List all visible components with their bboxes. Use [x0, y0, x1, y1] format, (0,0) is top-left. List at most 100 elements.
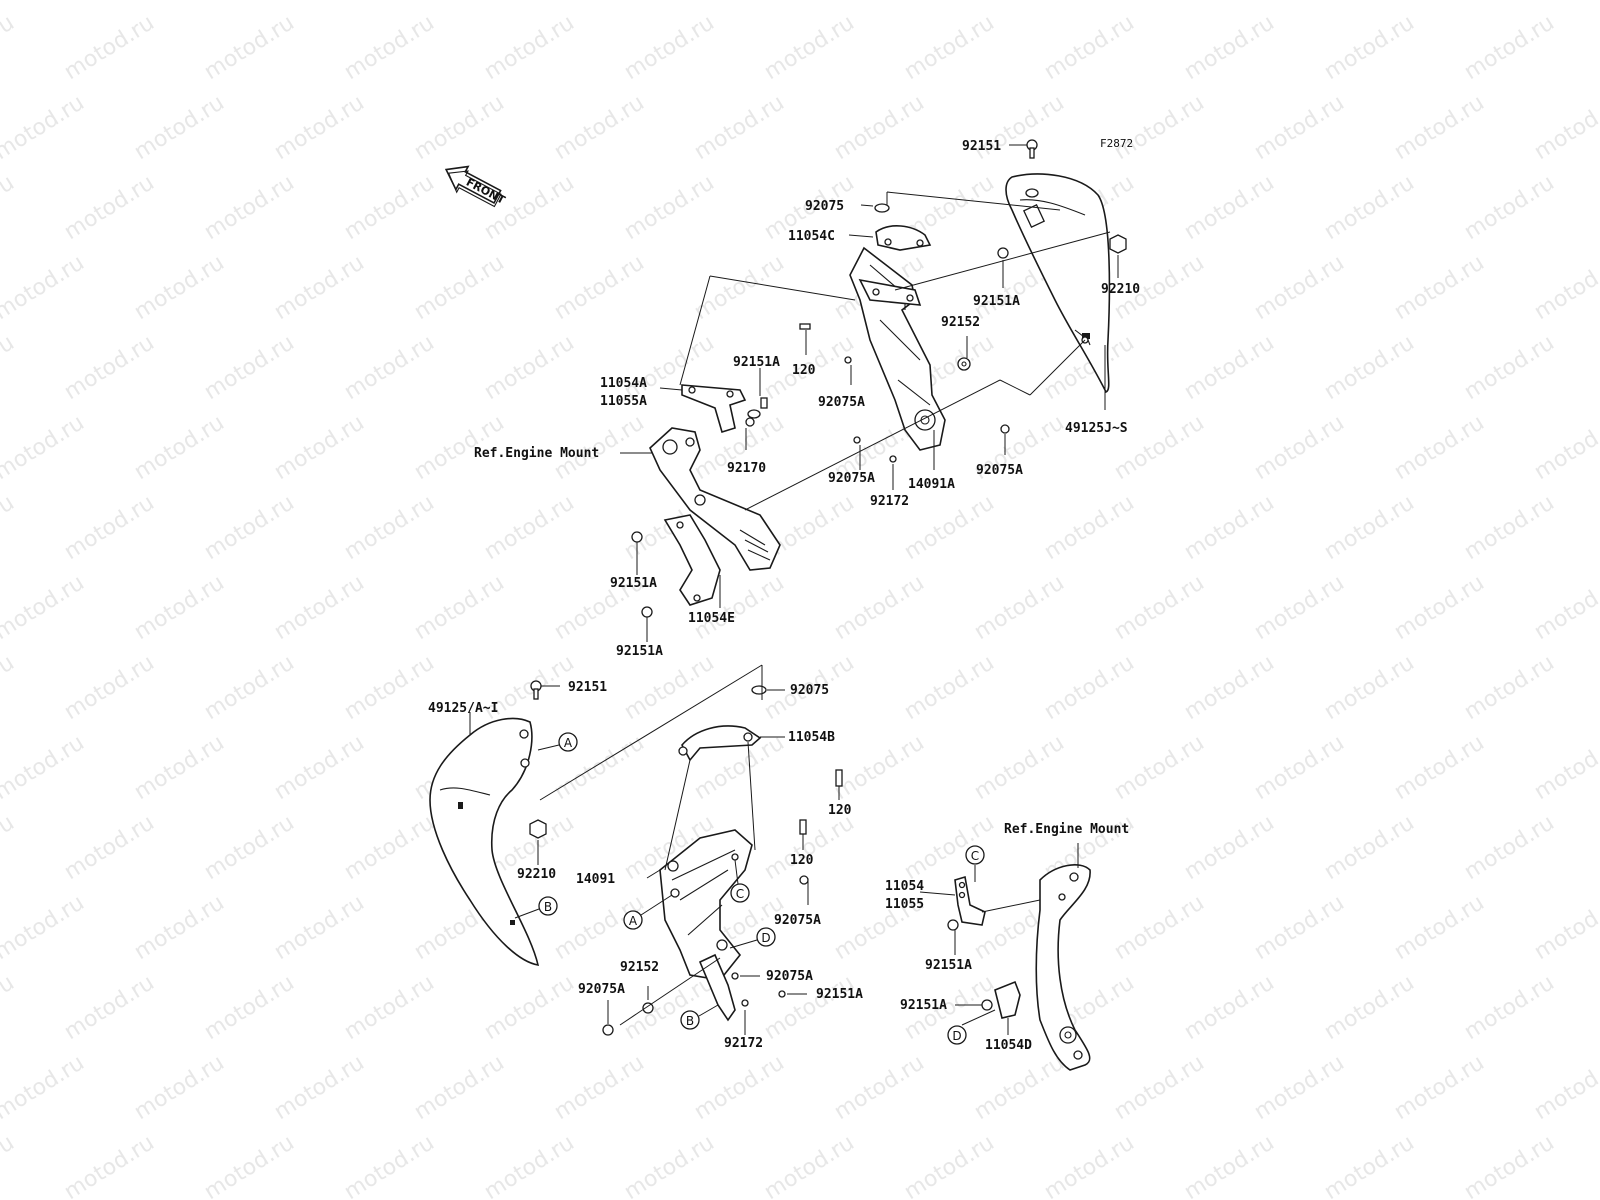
watermark-text: motod.ru	[620, 650, 719, 725]
watermark-text: motod.ru	[970, 1050, 1069, 1125]
marker-c-right: C	[965, 845, 985, 865]
watermark-text: motod.ru	[270, 250, 369, 325]
callout-92075a-2: 92075A	[828, 471, 875, 486]
bracket-11054e	[663, 514, 721, 606]
callout-92151a-r: 92151A	[973, 294, 1020, 309]
watermark-text: motod.ru	[1180, 490, 1279, 565]
watermark-text: motod.ru	[830, 90, 929, 165]
watermark-text: motod.ru	[620, 170, 719, 245]
callout-92151a-l1: 92151A	[610, 576, 657, 591]
watermark-text: motod.ru	[900, 810, 999, 885]
watermark-text: motod.ru	[480, 490, 579, 565]
svg-text:C: C	[736, 887, 744, 901]
callout-92151a-b1: 92151A	[925, 958, 972, 973]
watermark-text: motod.ru	[550, 90, 649, 165]
watermark-text: motod.ru	[130, 90, 229, 165]
watermark-text: motod.ru	[1250, 410, 1349, 485]
callout-92075-top: 92075	[805, 199, 844, 214]
watermark-text: motod.ru	[1530, 90, 1600, 165]
watermark-text: motod.ru	[1180, 170, 1279, 245]
watermark-text: motod.ru	[1250, 0, 1349, 5]
watermark-text: motod.ru	[480, 1130, 579, 1200]
callout-11054: 11054	[885, 879, 924, 894]
watermark-text: motod.ru	[1320, 170, 1419, 245]
bracket-11054d	[994, 980, 1021, 1019]
watermark-text: motod.ru	[200, 650, 299, 725]
callout-92075a-1: 92075A	[818, 395, 865, 410]
watermark-text: motod.ru	[410, 570, 509, 645]
callout-ref-engine-mount-upper: Ref.Engine Mount	[474, 446, 599, 461]
watermark-text: motod.ru	[130, 730, 229, 805]
watermark-text: motod.ru	[1390, 0, 1489, 5]
watermark-text: motod.ru	[1390, 730, 1489, 805]
watermark-text: motod.ru	[900, 650, 999, 725]
watermark-text: motod.ru	[0, 890, 89, 965]
watermark-text: motod.ru	[830, 1050, 929, 1125]
watermark-text: motod.ru	[1530, 0, 1600, 5]
watermark-text: motod.ru	[1530, 1050, 1600, 1125]
callout-11054d: 11054D	[985, 1038, 1032, 1053]
watermark-text: motod.ru	[1110, 730, 1209, 805]
watermark-text: motod.ru	[60, 330, 159, 405]
watermark-text: motod.ru	[130, 250, 229, 325]
bracket-11054	[954, 875, 986, 926]
watermark-text: motod.ru	[1320, 10, 1419, 85]
watermark-text: motod.ru	[340, 330, 439, 405]
svg-text:B: B	[686, 1014, 694, 1028]
watermark-text: motod.ru	[1250, 890, 1349, 965]
watermark-text: motod.ru	[1320, 1130, 1419, 1200]
watermark-text: motod.ru	[200, 330, 299, 405]
callout-92075a-3: 92075A	[976, 463, 1023, 478]
watermark-text: motod.ru	[130, 570, 229, 645]
svg-text:D: D	[761, 931, 770, 945]
callout-92151-top: 92151	[962, 139, 1001, 154]
fasteners-lower-right	[947, 919, 993, 1011]
callout-92151a-b2: 92075A	[578, 982, 625, 997]
watermark-text: motod.ru	[620, 970, 719, 1045]
watermark-text: motod.ru	[690, 0, 789, 5]
watermark-text: motod.ru	[1530, 410, 1600, 485]
watermark-text: motod.ru	[1320, 650, 1419, 725]
watermark-text: motod.ru	[340, 170, 439, 245]
callout-11055: 11055	[885, 897, 924, 912]
watermark-text: motod.ru	[60, 490, 159, 565]
watermark-text: motod.ru	[340, 810, 439, 885]
engine-mount-lower	[1035, 864, 1091, 1071]
watermark-text: motod.ru	[1250, 1050, 1349, 1125]
watermark-text: motod.ru	[340, 650, 439, 725]
watermark-text: motod.ru	[1110, 890, 1209, 965]
watermark-text: motod.ru	[410, 250, 509, 325]
leader-lines-upper	[620, 144, 1119, 642]
watermark-text: motod.ru	[1250, 570, 1349, 645]
marker-b-left: B	[514, 896, 558, 919]
watermark-text: motod.ru	[760, 1130, 859, 1200]
callout-92151a-m: 92151A	[733, 355, 780, 370]
marker-d-right: D	[947, 1025, 967, 1045]
watermark-text: motod.ru	[1460, 170, 1559, 245]
watermark-text: motod.ru	[550, 1050, 649, 1125]
watermark-text: motod.ru	[1040, 650, 1139, 725]
watermark-text: motod.ru	[340, 970, 439, 1045]
watermark-text: motod.ru	[1180, 330, 1279, 405]
callout-ref-engine-mount-lower: Ref.Engine Mount	[1004, 822, 1129, 837]
callout-49125a: 49125/A~I	[428, 701, 498, 716]
watermark-text: motod.ru	[0, 10, 19, 85]
watermark-text: motod.ru	[1110, 570, 1209, 645]
watermark-text: motod.ru	[1320, 490, 1419, 565]
watermark-text: motod.ru	[830, 0, 929, 5]
watermark-text: motod.ru	[0, 250, 89, 325]
svg-text:C: C	[971, 849, 979, 863]
watermark-text: motod.ru	[690, 90, 789, 165]
marker-d-inner: D	[729, 927, 776, 949]
callout-92075-bot: 92075	[790, 683, 829, 698]
watermark-text: motod.ru	[270, 90, 369, 165]
watermark-text: motod.ru	[270, 1050, 369, 1125]
callout-92152-bot: 92152	[620, 960, 659, 975]
watermark-text: motod.ru	[1460, 10, 1559, 85]
watermark-text: motod.ru	[1110, 90, 1209, 165]
watermark-text: motod.ru	[270, 0, 369, 5]
watermark-text: motod.ru	[1530, 890, 1600, 965]
watermark-text: motod.ru	[200, 810, 299, 885]
